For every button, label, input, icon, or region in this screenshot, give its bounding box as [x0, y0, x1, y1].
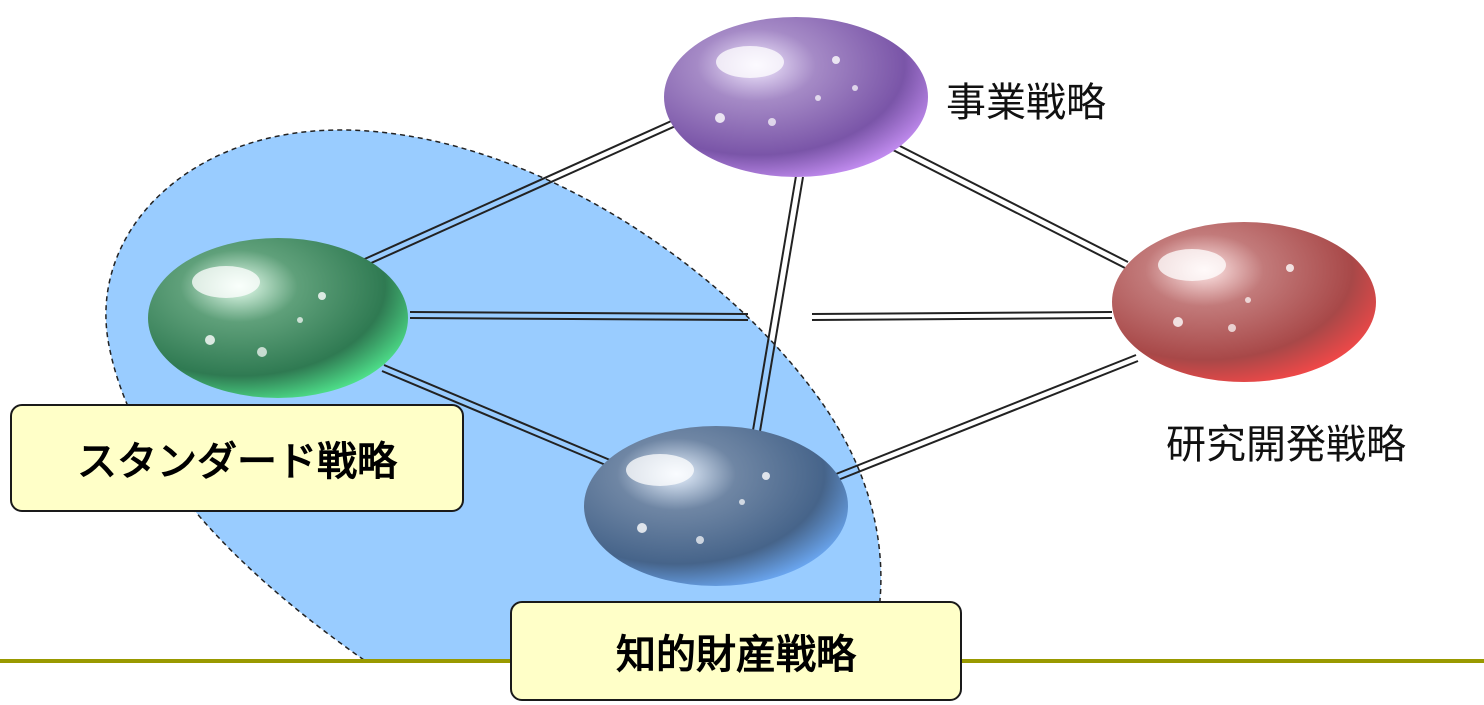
connector-standard-research — [409, 311, 1113, 321]
research-strategy-label: 研究開発戦略 — [1166, 422, 1406, 468]
research-sphere — [1112, 222, 1376, 382]
business-sphere — [664, 17, 928, 177]
connector-ip-research — [835, 354, 1139, 481]
highlight-region — [105, 129, 882, 661]
standard-strategy-callout: スタンダード戦略 — [10, 404, 464, 512]
standard-sphere — [148, 238, 408, 398]
connector-standard-ip — [381, 364, 611, 467]
connector-business-ip — [749, 175, 804, 450]
ip-strategy-callout: 知的財産戦略 — [510, 601, 962, 701]
connector-business-standard — [357, 117, 681, 269]
business-strategy-label: 事業戦略 — [946, 80, 1106, 126]
connector-business-research — [892, 143, 1129, 269]
ip-sphere — [584, 426, 848, 586]
